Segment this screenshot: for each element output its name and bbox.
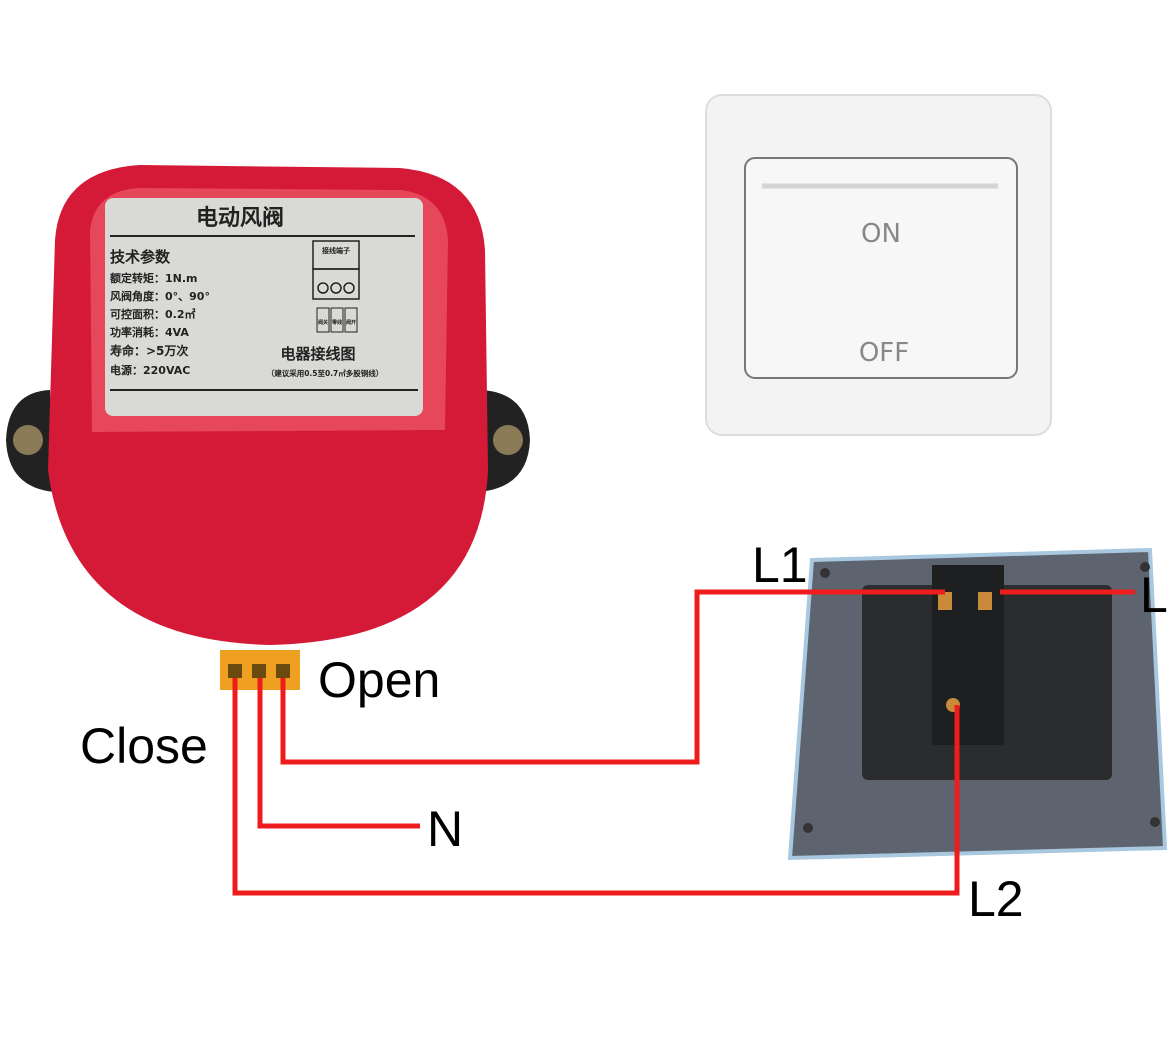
mounting-ear-left [6, 390, 55, 492]
screw-icon [13, 425, 43, 455]
damper-actuator: 电动风阀 技术参数 额定转矩：1N.m 风阀角度：0°、90° 可控面积：0.2… [6, 165, 530, 690]
terminal-label: 零线 [332, 319, 342, 326]
terminal-l1 [938, 592, 952, 610]
terminal-box-title: 接线端子 [322, 246, 350, 255]
terminal-label: 阀开 [346, 319, 356, 326]
off-label: OFF [859, 338, 909, 368]
terminal-schematic: 接线端子 阀关 零线 阀开 [312, 240, 360, 333]
wire-note: （建议采用0.5至0.7㎡多股铜线） [267, 368, 384, 378]
wires [232, 589, 1135, 896]
rocker-button[interactable] [744, 157, 1018, 379]
spec-heading: 技术参数 [110, 248, 171, 266]
terminal-l [978, 592, 992, 610]
label-l1: L1 [752, 537, 808, 593]
wire-neutral [257, 678, 420, 829]
label-open: Open [318, 652, 440, 708]
spec-line: 寿命：>5万次 [110, 343, 188, 358]
terminal-label: 阀关 [318, 319, 328, 326]
label-live: L [1140, 567, 1168, 623]
spec-line: 功率消耗：4VA [110, 325, 189, 339]
spec-line: 电源：220VAC [110, 363, 190, 377]
diagram-title: 电器接线图 [280, 345, 355, 363]
label-close: Close [80, 718, 208, 774]
label-l2: L2 [968, 871, 1024, 927]
wall-switch-back [787, 547, 1168, 861]
actuator-title: 电动风阀 [196, 206, 284, 231]
spec-line: 可控面积：0.2㎡ [110, 307, 196, 321]
wall-switch-front: ON OFF [705, 94, 1052, 436]
wire-open-l1 [280, 589, 945, 765]
mounting-ear-right [478, 390, 530, 492]
spec-label [105, 198, 423, 416]
spec-line: 风阀角度：0°、90° [110, 289, 210, 303]
wire-close-l2 [232, 678, 960, 896]
label-neutral: N [427, 801, 463, 857]
screw-icon [493, 425, 523, 455]
spec-line: 额定转矩：1N.m [110, 271, 198, 285]
on-label: ON [861, 219, 901, 249]
